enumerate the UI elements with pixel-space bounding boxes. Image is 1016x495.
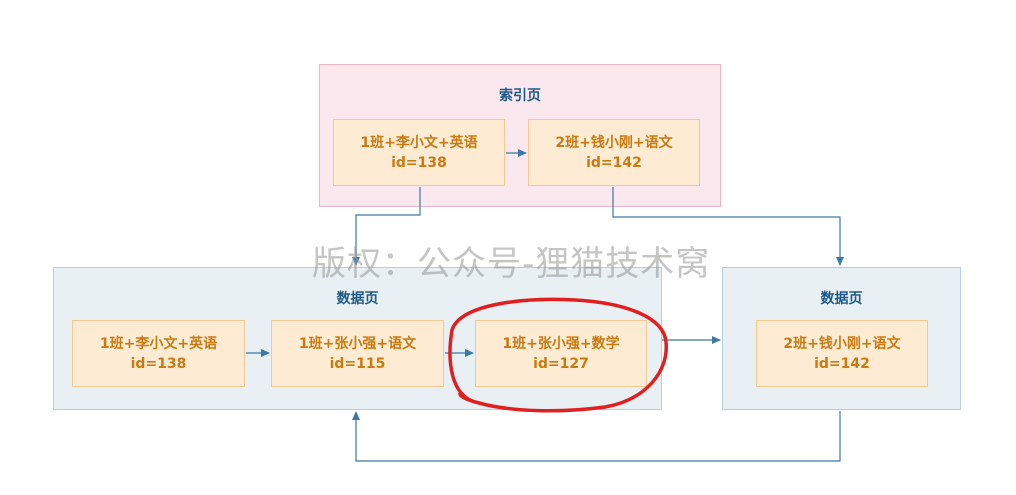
data-page-1-record-1-name: 1班+李小文+英语 bbox=[99, 335, 218, 352]
data-page-1-record-3-name: 1班+张小强+数学 bbox=[502, 335, 620, 352]
data-page-2-record-1: 2班+钱小刚+语文 id=142 bbox=[756, 320, 928, 387]
arrow-data-page-2-back-to-1 bbox=[352, 411, 841, 462]
index-page-title: 索引页 bbox=[499, 88, 541, 104]
data-page-1-title: 数据页 bbox=[336, 291, 379, 307]
data-page-2-record-1-name: 2班+钱小刚+语文 bbox=[783, 335, 901, 352]
data-page-1-record-2-name: 1班+张小强+语文 bbox=[298, 335, 417, 352]
index-record-1-id: id=138 bbox=[391, 154, 447, 171]
data-page-1-record-1: 1班+李小文+英语 id=138 bbox=[72, 320, 245, 387]
arrow-index-to-data-page-2 bbox=[612, 187, 844, 266]
data-page-1-record-3: 1班+张小强+数学 id=127 bbox=[475, 320, 647, 387]
index-record-2-id: id=142 bbox=[586, 154, 642, 171]
data-page-1-record-3-id: id=127 bbox=[533, 355, 589, 372]
data-page-1-record-1-id: id=138 bbox=[130, 355, 187, 372]
index-record-1-name: 1班+李小文+英语 bbox=[360, 134, 478, 151]
arrow-index-to-data-page-1 bbox=[352, 187, 421, 266]
red-highlight-circle bbox=[448, 297, 668, 413]
data-page-2-record-1-id: id=142 bbox=[814, 355, 870, 372]
copyright-watermark: 版权：公众号-狸猫技术窝 bbox=[312, 244, 711, 284]
index-record-2: 2班+钱小刚+语文 id=142 bbox=[528, 119, 700, 186]
data-page-1-record-2: 1班+张小强+语文 id=115 bbox=[271, 320, 444, 387]
index-record-1: 1班+李小文+英语 id=138 bbox=[333, 119, 505, 186]
index-record-2-name: 2班+钱小刚+语文 bbox=[555, 134, 673, 151]
data-page-2-title: 数据页 bbox=[820, 291, 863, 307]
data-page-1-record-2-id: id=115 bbox=[329, 355, 386, 372]
